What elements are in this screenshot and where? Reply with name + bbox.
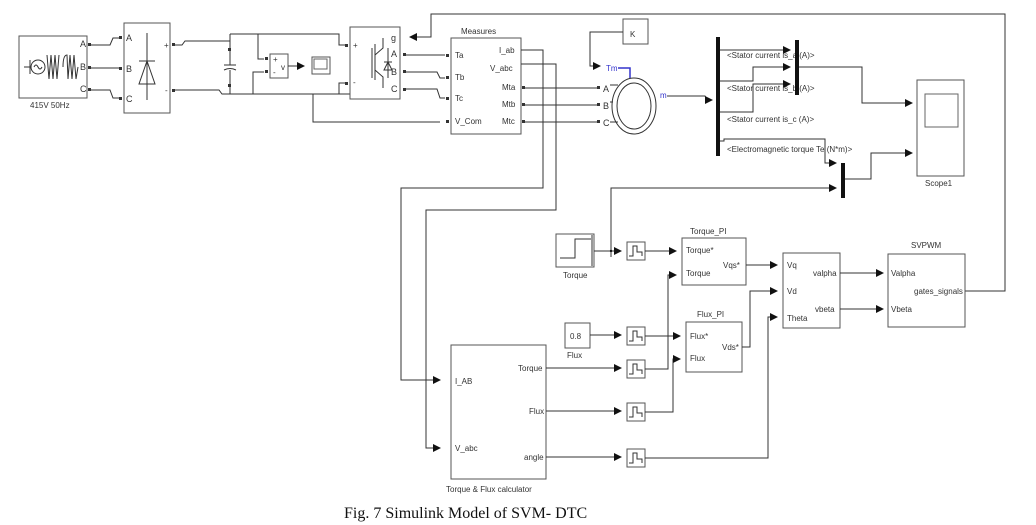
dq-in-vq: Vq: [787, 261, 797, 270]
bus-signal-isa: <Stator current is_a (A)>: [727, 51, 815, 60]
constant-k-label: K: [630, 30, 636, 39]
measures-in-vcom: V_Com: [455, 117, 482, 126]
motor-icon: [610, 77, 657, 135]
scope1[interactable]: Scope1: [916, 79, 965, 188]
svpwm-block[interactable]: SVPWM Valpha Vbeta gates_signals: [887, 241, 966, 328]
voltmeter-label: v: [281, 63, 285, 72]
inverter-port-c: C: [391, 84, 398, 94]
flux-pi-out: Vds*: [722, 343, 739, 352]
calc-label: Torque & Flux calculator: [446, 485, 532, 494]
step-icon: [560, 238, 591, 259]
rectifier-port-minus: -: [165, 86, 168, 95]
dq-to-alphabeta-block[interactable]: Vq Vd Theta valpha vbeta: [782, 252, 841, 329]
zoh-torque-fb[interactable]: [626, 359, 646, 379]
flux-pi-in-fb: Flux: [690, 354, 705, 363]
measures-in-tb: Tb: [455, 73, 465, 82]
source-label: 415V 50Hz: [30, 101, 70, 110]
torque-flux-calculator[interactable]: I_AB V_abc Torque Flux angle Torque & Fl…: [446, 344, 547, 494]
calc-out-torque: Torque: [518, 364, 543, 373]
scope-screen-icon: [924, 93, 959, 128]
measures-out-vabc: V_abc: [490, 64, 513, 73]
measures-in-ta: Ta: [455, 51, 464, 60]
dq-out-vbeta: vbeta: [815, 305, 835, 314]
igbt-icon: [371, 38, 393, 88]
source-port-c: C: [80, 84, 87, 94]
motor-port-b: B: [603, 101, 609, 111]
inverter-port-b: B: [391, 67, 397, 77]
source-waveform-icon: [24, 54, 79, 80]
measures-out-iab: I_ab: [499, 46, 515, 55]
flux-pi-in-ref: Flux*: [690, 332, 708, 341]
calc-in-iab: I_AB: [455, 377, 472, 386]
dq-in-vd: Vd: [787, 287, 797, 296]
scope-screen-icon: [313, 58, 328, 70]
calc-out-angle: angle: [524, 453, 544, 462]
dc-voltage-scope[interactable]: [311, 56, 331, 75]
mux-torque[interactable]: [841, 163, 845, 198]
zoh-angle[interactable]: [626, 448, 646, 468]
zoh-flux-fb[interactable]: [626, 402, 646, 422]
rectifier-port-a: A: [126, 33, 132, 43]
measures-out-mta: Mta: [502, 83, 516, 92]
calc-out-flux: Flux: [529, 407, 544, 416]
dq-in-theta: Theta: [787, 314, 808, 323]
measures-title: Measures: [461, 27, 496, 36]
torque-pi-block[interactable]: Torque_PI Torque* Torque Vqs*: [681, 227, 747, 286]
torque-step-block[interactable]: Torque: [555, 233, 595, 280]
bus-signal-isc: <Stator current is_c (A)>: [727, 115, 814, 124]
measures-out-mtb: Mtb: [502, 100, 516, 109]
flux-constant-label: Flux: [567, 351, 582, 360]
rectifier-port-plus: +: [164, 41, 169, 50]
measures-in-tc: Tc: [455, 94, 463, 103]
zoh-flux-ref[interactable]: [626, 326, 646, 346]
voltmeter-minus: -: [273, 68, 276, 77]
capacitor-icon: [223, 41, 237, 94]
load-torque-constant-k[interactable]: K: [622, 18, 649, 45]
bus-signal-te: <Electromagnetic torque Te (N*m)>: [727, 145, 853, 154]
inverter-port-g: g: [391, 33, 396, 43]
dq-out-valpha: valpha: [813, 269, 837, 278]
motor-port-a: A: [603, 84, 609, 94]
calc-in-vabc: V_abc: [455, 444, 478, 453]
svpwm-title: SVPWM: [911, 241, 942, 250]
diode-icon: [138, 33, 156, 100]
inverter-port-minus: -: [353, 78, 356, 87]
source-port-b: B: [80, 62, 86, 72]
flux-pi-block[interactable]: Flux_PI Flux* Flux Vds*: [685, 310, 743, 373]
inverter-port-plus: +: [353, 41, 358, 50]
inverter-port-a: A: [391, 49, 397, 59]
svpwm-out-gates: gates_signals: [914, 287, 963, 296]
three-phase-source[interactable]: A B C 415V 50Hz: [18, 35, 88, 110]
figure-caption: Fig. 7 Simulink Model of SVM- DTC: [344, 505, 587, 522]
measures-block[interactable]: Measures Ta Tb Tc V_Com I_ab V_abc Mta M…: [446, 27, 525, 135]
induction-motor[interactable]: Tm A B C m: [603, 64, 667, 135]
motor-port-tm: Tm: [606, 64, 618, 73]
svpwm-in-valpha: Valpha: [891, 269, 916, 278]
bus-selector[interactable]: [716, 37, 720, 156]
source-port-a: A: [80, 39, 86, 49]
flux-constant-block[interactable]: 0.8 Flux: [564, 322, 591, 360]
svpwm-in-vbeta: Vbeta: [891, 305, 912, 314]
motor-port-m: m: [660, 91, 667, 100]
scope1-label: Scope1: [925, 179, 953, 188]
torque-pi-title: Torque_PI: [690, 227, 726, 236]
igbt-inverter[interactable]: + - g A B C: [345, 26, 406, 100]
flux-pi-title: Flux_PI: [697, 310, 724, 319]
voltage-measurement[interactable]: + - v: [265, 53, 289, 79]
diode-rectifier[interactable]: A B C + -: [119, 22, 175, 114]
torque-step-label: Torque: [563, 271, 588, 280]
bus-signal-isb: <Stator current is_b (A)>: [727, 84, 815, 93]
torque-pi-in-fb: Torque: [686, 269, 711, 278]
zoh-torque-ref[interactable]: [626, 241, 646, 261]
flux-constant-value: 0.8: [570, 332, 582, 341]
measures-out-mtc: Mtc: [502, 117, 515, 126]
rectifier-port-b: B: [126, 64, 132, 74]
torque-pi-out: Vqs*: [723, 261, 740, 270]
torque-pi-in-ref: Torque*: [686, 246, 714, 255]
motor-port-c: C: [603, 118, 610, 128]
voltmeter-plus: +: [273, 55, 278, 64]
mux-currents[interactable]: [795, 40, 799, 95]
rectifier-port-c: C: [126, 94, 133, 104]
